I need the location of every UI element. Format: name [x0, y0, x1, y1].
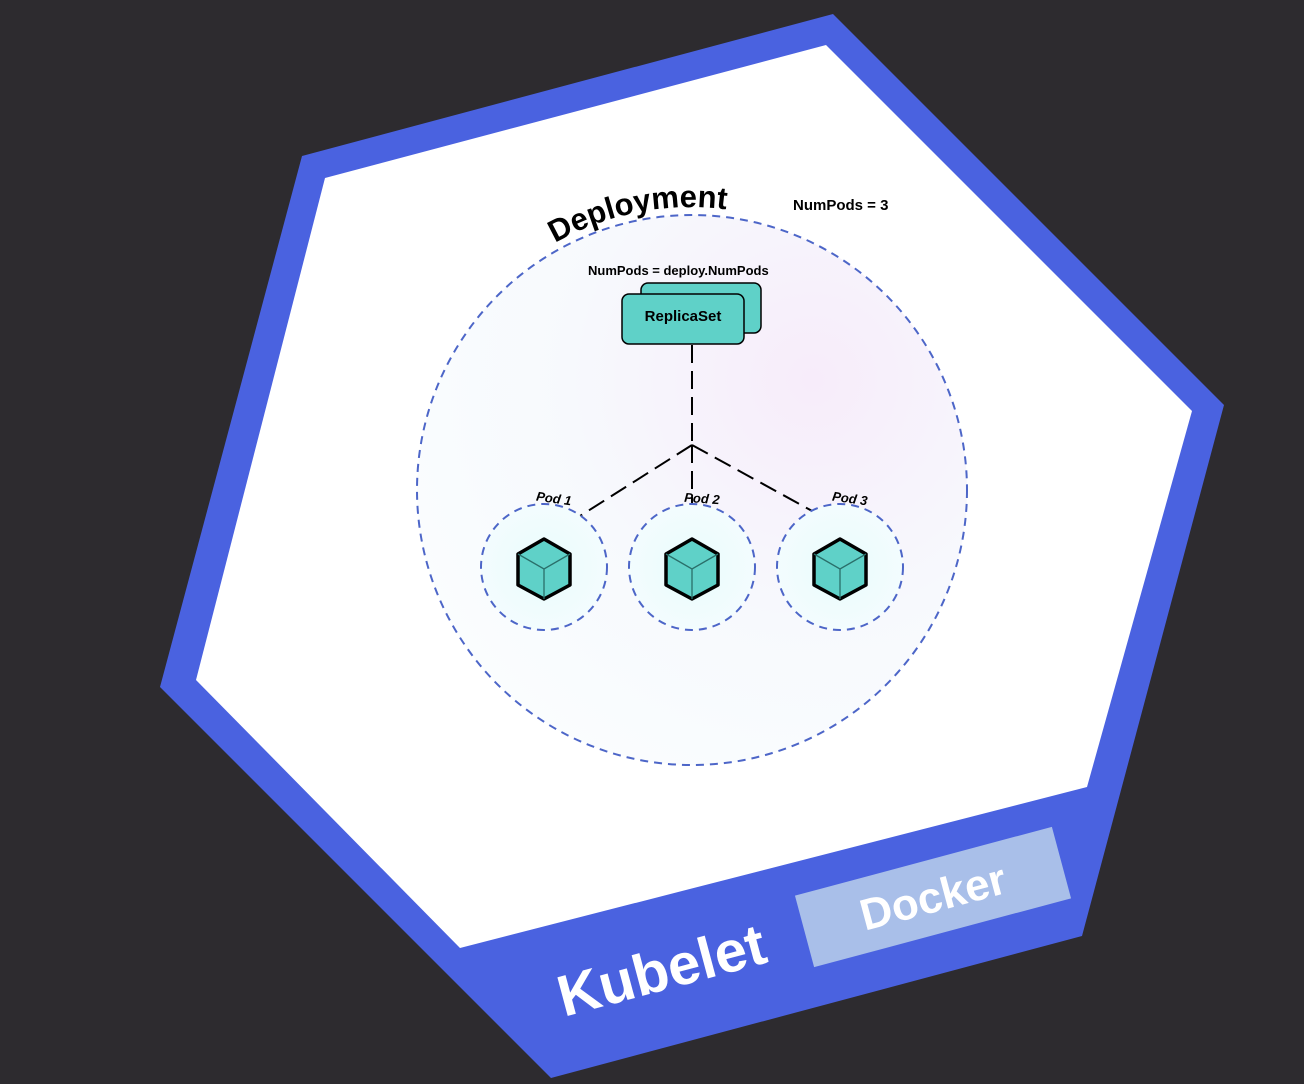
replicaset-numpods-label: NumPods = deploy.NumPods — [588, 263, 769, 278]
deployment-numpods-label: NumPods = 3 — [793, 197, 888, 214]
replicaset-connectors — [579, 345, 815, 517]
pod-2: Pod 2 — [628, 490, 756, 631]
container-cube-icon — [664, 537, 720, 601]
pod-3: Pod 3 — [776, 489, 904, 631]
pod-1: Pod 1 — [480, 489, 608, 631]
replicaset-label: ReplicaSet — [645, 308, 722, 325]
replicaset-box: ReplicaSet — [621, 282, 762, 345]
pod-label: Pod 2 — [684, 490, 721, 507]
container-cube-icon — [516, 537, 572, 601]
container-cube-icon — [812, 537, 868, 601]
